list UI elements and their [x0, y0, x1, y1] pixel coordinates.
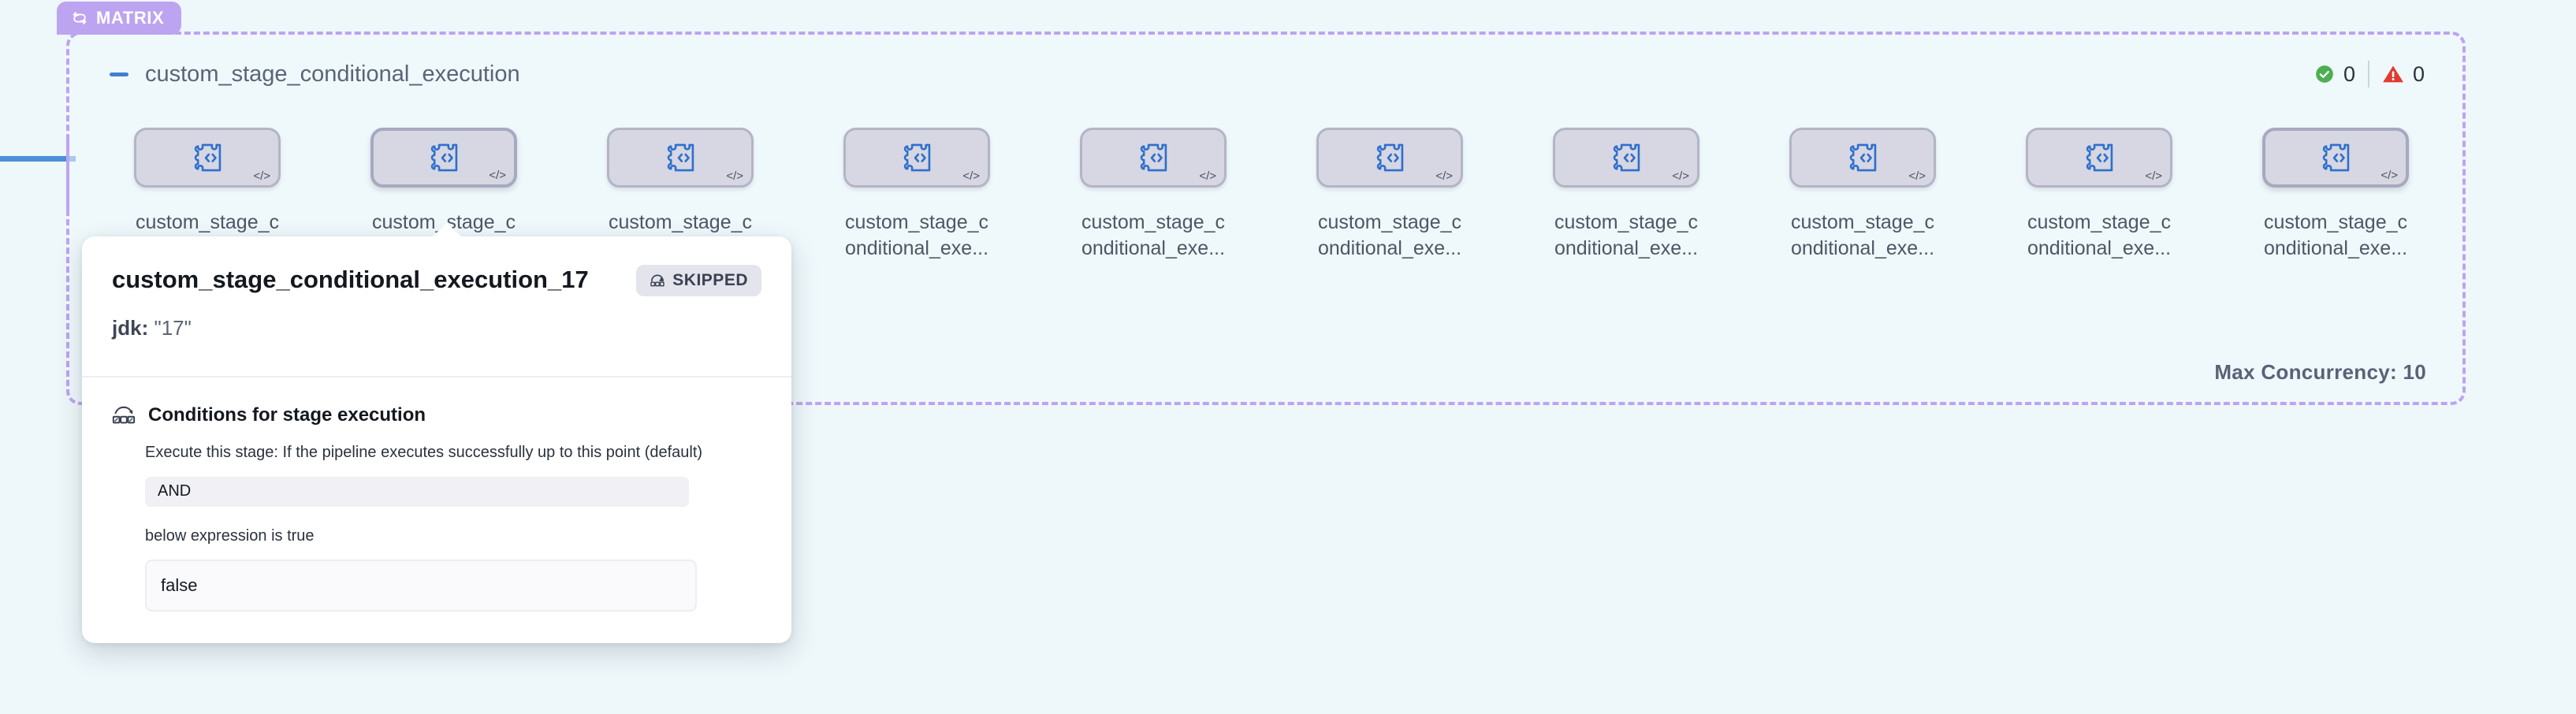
matrix-node[interactable]: </> custom_stage_conditional_exe...: [843, 128, 990, 262]
custom-stage-code-icon: [1376, 143, 1404, 172]
code-tag-icon: </>: [1199, 169, 1216, 183]
expression-field[interactable]: false: [145, 559, 697, 612]
success-counter[interactable]: 0: [2314, 62, 2355, 87]
custom-stage-code-icon: [194, 143, 221, 172]
success-count: 0: [2343, 61, 2355, 86]
max-concurrency-label: Max Concurrency: 10: [2214, 360, 2426, 384]
warning-triangle-icon: [2383, 65, 2403, 83]
minus-icon: [110, 72, 128, 76]
expression-label: below expression is true: [145, 526, 315, 545]
matrix-node-box[interactable]: </>: [843, 128, 990, 188]
loop-icon: [71, 9, 88, 27]
tooltip-body: Conditions for stage execution Execute t…: [82, 377, 791, 643]
expression-value: false: [161, 575, 198, 595]
matrix-badge-label: MATRIX: [96, 8, 165, 28]
counter-divider: [2367, 61, 2369, 87]
matrix-badge: MATRIX: [57, 2, 182, 35]
code-tag-icon: </>: [962, 169, 980, 183]
check-circle-icon: [2316, 65, 2333, 83]
tooltip-title-row: custom_stage_conditional_execution_17 SK…: [112, 265, 761, 296]
tooltip-parameter: jdk: "17": [112, 315, 761, 341]
custom-stage-code-icon: [903, 143, 931, 172]
matrix-node-box[interactable]: </>: [1316, 128, 1463, 188]
matrix-node-label: custom_stage_conditional_exe...: [1081, 211, 1226, 259]
incoming-edge-connector: [0, 156, 76, 162]
custom-stage-code-icon: [1849, 143, 1877, 172]
code-tag-icon: </>: [1435, 169, 1453, 183]
warning-count: 0: [2412, 61, 2425, 86]
matrix-node-row: </> custom_stage_conditional_exe... </> cus…: [69, 128, 2462, 340]
matrix-node[interactable]: </> custom_stage_conditional_exe...: [2262, 128, 2409, 262]
code-tag-icon: </>: [489, 169, 506, 182]
matrix-node-box[interactable]: </>: [1553, 128, 1699, 188]
stage-detail-tooltip: custom_stage_conditional_execution_17 SK…: [82, 223, 791, 643]
skip-icon: [650, 274, 665, 287]
warning-counter[interactable]: 0: [2382, 62, 2425, 87]
code-tag-icon: </>: [253, 169, 270, 183]
collapse-toggle-button[interactable]: [106, 61, 132, 87]
parameter-value: "17": [154, 316, 192, 340]
code-tag-icon: </>: [1672, 169, 1689, 183]
matrix-node-box[interactable]: </>: [1789, 128, 1936, 188]
execute-description: Execute this stage: If the pipeline exec…: [145, 443, 703, 461]
custom-stage-code-icon: [667, 143, 694, 172]
matrix-node-label: custom_stage_conditional_exe...: [2027, 211, 2172, 259]
status-badge: SKIPPED: [636, 265, 761, 296]
code-tag-icon: </>: [2145, 169, 2162, 183]
code-tag-icon: </>: [726, 169, 743, 183]
matrix-node-box[interactable]: </>: [1080, 128, 1227, 188]
custom-stage-code-icon: [2086, 143, 2113, 172]
parameter-key: jdk:: [112, 316, 149, 340]
matrix-node-label: custom_stage_conditional_exe...: [2263, 211, 2408, 259]
custom-stage-code-icon: [2322, 143, 2350, 172]
custom-stage-code-icon: [1140, 143, 1167, 172]
operator-value: AND: [158, 482, 192, 500]
matrix-node-box[interactable]: </>: [134, 128, 281, 188]
matrix-node[interactable]: </> custom_stage_conditional_exe...: [1789, 128, 1936, 262]
matrix-node-label: custom_stage_conditional_exe...: [1317, 211, 1462, 259]
operator-field[interactable]: AND: [145, 476, 689, 507]
matrix-group-header: custom_stage_conditional_execution 0: [69, 50, 2462, 98]
status-counters: 0 0: [2314, 61, 2425, 87]
matrix-group-title: custom_stage_conditional_execution: [145, 61, 520, 87]
code-tag-icon: </>: [2381, 169, 2398, 182]
custom-stage-code-icon: [1613, 143, 1640, 172]
matrix-node-label: custom_stage_conditional_exe...: [1554, 211, 1699, 259]
conditions-title: Conditions for stage execution: [148, 403, 426, 426]
conditions-stages-icon: [112, 406, 136, 423]
tooltip-arrow: [432, 223, 462, 237]
conditions-header: Conditions for stage execution: [112, 404, 761, 426]
matrix-node[interactable]: </> custom_stage_conditional_exe...: [1080, 128, 1227, 262]
code-tag-icon: </>: [1908, 169, 1926, 183]
matrix-node-box[interactable]: </>: [607, 128, 754, 188]
matrix-node-label: custom_stage_conditional_exe...: [1790, 211, 1935, 259]
matrix-node[interactable]: </> custom_stage_conditional_exe...: [1553, 128, 1699, 262]
custom-stage-code-icon: [430, 143, 458, 172]
matrix-node-label: custom_stage_conditional_exe...: [844, 211, 989, 259]
matrix-node-box[interactable]: </>: [2262, 128, 2409, 188]
matrix-node-box[interactable]: </>: [2026, 128, 2172, 188]
matrix-node-box[interactable]: </>: [370, 128, 517, 188]
tooltip-title: custom_stage_conditional_execution_17: [112, 266, 589, 293]
matrix-node[interactable]: </> custom_stage_conditional_exe...: [2026, 128, 2172, 262]
status-badge-label: SKIPPED: [672, 271, 748, 289]
tooltip-header: custom_stage_conditional_execution_17 SK…: [82, 236, 791, 377]
matrix-node[interactable]: </> custom_stage_conditional_exe...: [1316, 128, 1463, 262]
matrix-edge-anchor: [66, 137, 69, 216]
